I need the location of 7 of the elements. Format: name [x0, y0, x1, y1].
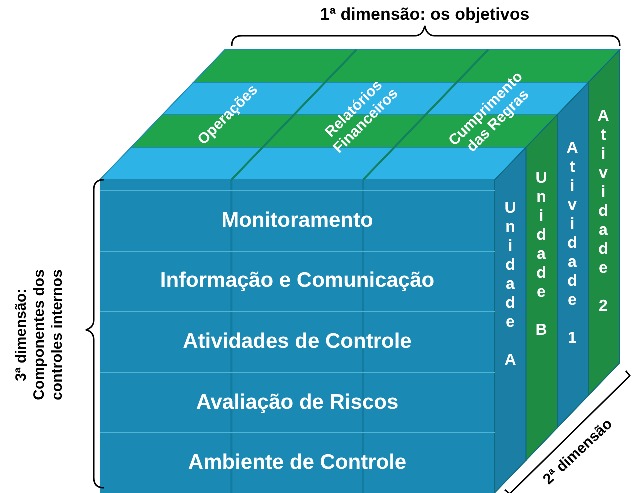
row-label: Atividades de Controle [183, 330, 412, 354]
row-label: Avaliação de Riscos [196, 390, 399, 415]
dimension-title: 3ª dimensão: Componentes dos controles internos [13, 268, 67, 402]
row-label: Monitoramento [222, 208, 374, 233]
row-label: Informação e Comunicação [160, 269, 435, 294]
row-label: Ambiente de Controle [188, 451, 407, 476]
dimension-title: 1ª dimensão: os objetivos [320, 5, 530, 25]
